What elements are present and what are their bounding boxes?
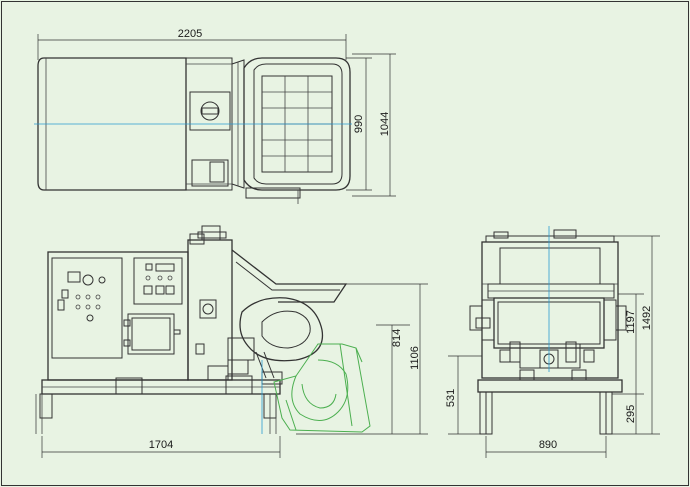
dim-foot-height: 295 [625, 405, 637, 423]
dim-side-base-width: 890 [539, 439, 557, 451]
dim-top-inner-width: 990 [353, 115, 365, 133]
dim-side-frame-height: 1197 [625, 310, 637, 334]
dim-top-width: 1044 [379, 112, 391, 136]
dim-side-total-height: 1492 [641, 306, 653, 330]
dim-hopper-height: 814 [391, 329, 403, 347]
dim-base-height: 531 [445, 389, 457, 407]
side-view: 890 531 1197 295 1492 [445, 226, 660, 458]
dim-top-length: 2205 [178, 28, 202, 40]
front-view: 1704 814 1106 [35, 225, 428, 458]
top-view: 2205 990 [34, 28, 396, 204]
dim-front-length: 1704 [149, 439, 173, 451]
dim-front-height: 1106 [409, 346, 421, 370]
